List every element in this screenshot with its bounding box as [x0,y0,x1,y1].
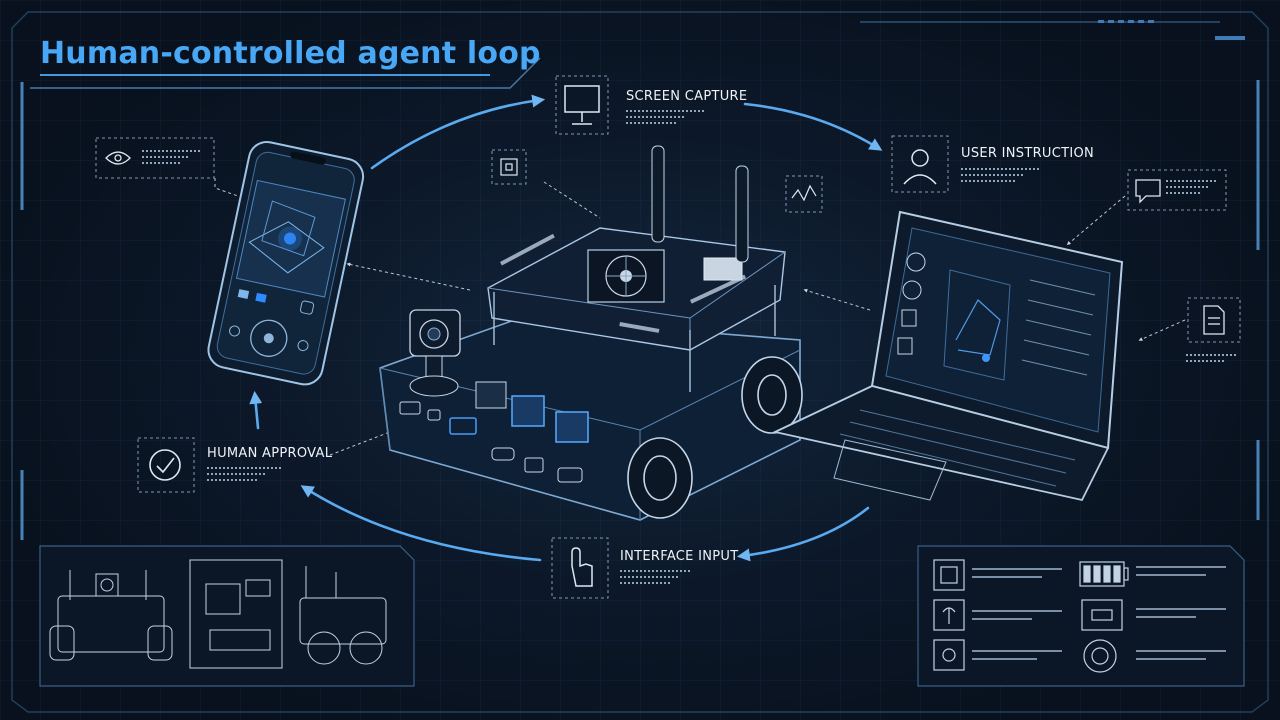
monitor-icon [564,85,600,125]
chat-callout [1127,169,1227,211]
chat-bubble-icon [1135,179,1161,204]
robot-platform [379,145,803,521]
camera-icon [933,639,965,671]
laptop-device [772,210,1124,502]
waveform-icon [791,184,817,202]
chip-icon [500,158,518,176]
blueprint-panel-left [39,545,415,687]
screen-capture-caption [626,106,704,128]
hud-corner-marks [1098,20,1245,40]
checkmark-icon [149,449,181,481]
wheel-icon [1083,639,1117,673]
phone-device [207,140,365,386]
dashed-connectors [214,178,1186,456]
antenna-icon [933,599,965,631]
signal-callout [785,175,823,213]
chip-callout [491,149,527,185]
page-title: Human-controlled agent loop [40,36,541,71]
arc-to-human-approval [300,485,542,562]
motor-icon [1081,599,1123,631]
document-callout-caption [1186,350,1238,366]
screen-capture-label: SCREEN CAPTURE [626,89,748,104]
eye-callout-caption [142,146,202,168]
user-instruction-icon-box [891,135,949,193]
hand-pointer-icon [571,547,593,587]
arc-to-phone [249,390,263,430]
eye-icon [105,151,131,165]
interface-input-label: INTERFACE INPUT [620,549,739,564]
document-icon [1203,305,1225,335]
processor-icon [933,559,965,591]
user-instruction-label: USER INSTRUCTION [961,146,1095,161]
arc-to-screen-capture [370,94,546,170]
human-approval-icon-box [137,437,195,493]
interface-input-icon-box [551,537,609,599]
chat-callout-caption [1166,176,1218,198]
user-icon [903,149,937,185]
arc-to-interface-input [736,506,870,562]
hud-frame [11,11,1269,713]
human-approval-caption [207,463,283,485]
document-callout [1187,297,1241,343]
loop-arcs [249,94,883,562]
spec-panel-right [917,545,1245,687]
human-approval-label: HUMAN APPROVAL [207,446,333,461]
user-instruction-caption [961,164,1041,186]
interface-input-caption [620,566,690,588]
screen-capture-icon-box [555,75,609,135]
arc-to-user-instruction [743,102,883,151]
wheels [627,356,803,519]
eye-callout [95,137,215,179]
